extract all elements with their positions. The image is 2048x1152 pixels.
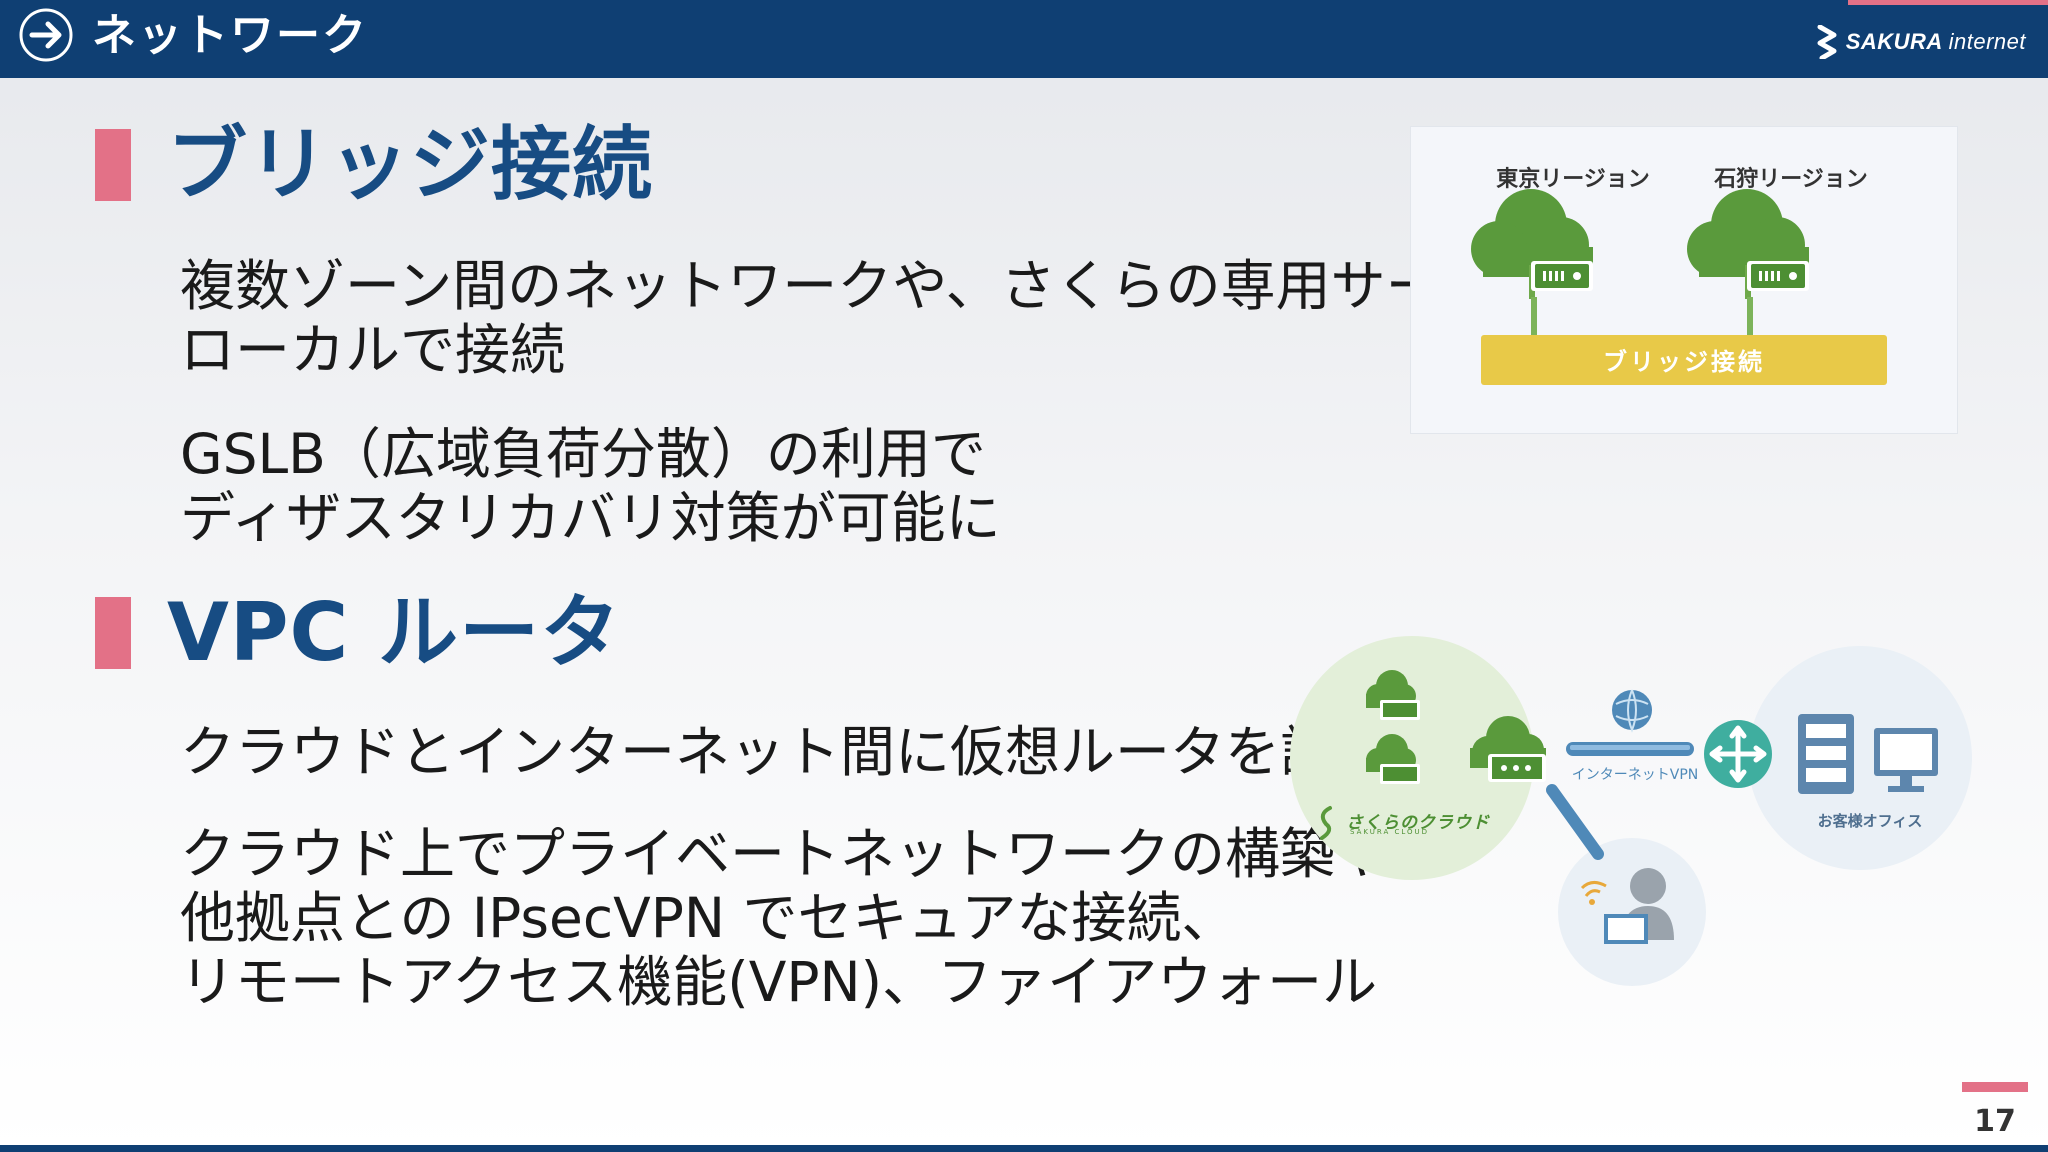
header-accent-line xyxy=(1848,0,2048,5)
vpc-paragraph-1: クラウドとインターネット間に仮想ルータを設置 xyxy=(180,720,1390,784)
text-line: クラウド上でプライベートネットワークの構築や xyxy=(180,822,1391,886)
section-marker xyxy=(95,597,131,669)
text-line: GSLB（広域負荷分散）の利用で xyxy=(180,422,986,486)
text-line: ローカルで接続 xyxy=(180,318,566,382)
page-number-box: 17 xyxy=(1962,1082,2028,1144)
globe-icon xyxy=(1612,690,1652,730)
text-line: 複数ゾーン間のネットワークや、さくらの専用サーバを xyxy=(180,254,1551,318)
bridge-connection-diagram: 東京リージョン 石狩リージョン xyxy=(1410,126,1958,434)
bridge-paragraph-2: GSLB（広域負荷分散）の利用で ディザスタリカバリ対策が可能に xyxy=(180,422,1001,550)
cloud-server-icon xyxy=(1366,670,1420,720)
sakura-cloud-logo-icon xyxy=(1320,806,1332,840)
region-label-tokyo: 東京リージョン xyxy=(1496,167,1650,192)
remote-user-icon xyxy=(1580,868,1674,944)
office-circle xyxy=(1748,646,1972,870)
footer-bar xyxy=(0,1145,2048,1152)
sakura-cloud-brand: さくらのクラウド xyxy=(1346,813,1490,833)
bridge-label: ブリッジ接続 xyxy=(1603,348,1765,376)
arrow-right-circle-icon xyxy=(19,8,73,62)
text-line: ディザスタリカバリ対策が可能に xyxy=(180,486,1001,550)
page-number: 17 xyxy=(1974,1104,2016,1139)
text-line: リモートアクセス機能(VPN)、ファイアウォール xyxy=(180,950,1378,1014)
logo-text-bold: SAKURA xyxy=(1845,29,1942,54)
monitor-icon xyxy=(1874,728,1938,792)
office-server-icon xyxy=(1798,714,1854,794)
page-title: ネットワーク xyxy=(92,10,368,61)
office-label: お客様オフィス xyxy=(1817,812,1923,830)
vpc-diagram-graphic xyxy=(1290,636,1972,986)
page-number-accent xyxy=(1962,1082,2028,1092)
logo-text-thin: internet xyxy=(1948,29,2026,54)
section-marker xyxy=(95,129,131,201)
bridge-paragraph-1: 複数ゾーン間のネットワークや、さくらの専用サーバを ローカルで接続 xyxy=(180,254,1550,382)
vpc-router-cloud-icon xyxy=(1470,716,1546,782)
text-line: 他拠点との IPsecVPN でセキュアな接続、 xyxy=(180,886,1237,950)
remote-vpn-tunnel xyxy=(1546,784,1604,860)
sakura-cloud-brand-sub: SAKURA CLOUD xyxy=(1350,828,1430,836)
section-title: VPC ルータ xyxy=(167,586,622,679)
cloud-server-icon xyxy=(1687,189,1809,299)
text-line: クラウドとインターネット間に仮想ルータを設置 xyxy=(180,720,1391,784)
bridge-diagram-graphic xyxy=(1471,189,1887,385)
vpn-label: インターネットVPN xyxy=(1571,767,1699,783)
section-vpc-header: VPC ルータ xyxy=(95,588,621,678)
section-title: ブリッジ接続 xyxy=(167,118,653,211)
vpc-router-diagram: さくらのクラウド SAKURA CLOUD インターネットVPN お客様オフィス xyxy=(1270,630,1990,1000)
vpc-paragraph-2: クラウド上でプライベートネットワークの構築や 他拠点との IPsecVPN でセ… xyxy=(180,822,1390,1014)
sakura-internet-logo: SAKURA internet xyxy=(1814,22,2026,62)
section-bridge-header: ブリッジ接続 xyxy=(95,120,653,210)
region-label-ishikari: 石狩リージョン xyxy=(1714,167,1868,192)
sakura-logo-mark-icon xyxy=(1817,25,1837,59)
header-bar: ネットワーク SAKURA internet xyxy=(0,0,2048,78)
cloud-server-icon xyxy=(1366,734,1420,784)
cloud-server-icon xyxy=(1471,189,1593,299)
